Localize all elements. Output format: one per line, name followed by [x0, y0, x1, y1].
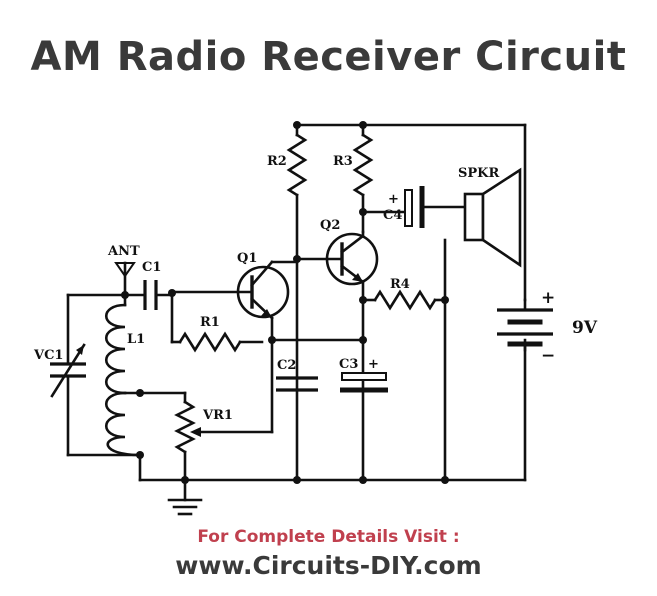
resistor-r2 [286, 123, 308, 482]
transistor-q1 [170, 260, 365, 342]
inductor-l1 [105, 293, 142, 457]
c3-plus-sign: + [368, 357, 379, 372]
r4-label: R4 [390, 277, 410, 292]
capacitor-c4 [361, 186, 467, 228]
q2-label: Q2 [320, 218, 340, 233]
junction-dot [441, 476, 449, 484]
potentiometer-vr1 [138, 338, 274, 482]
speaker-label: SPKR [458, 166, 499, 181]
battery-label: 9V [572, 318, 598, 338]
c3-label: C3 [339, 357, 358, 372]
top-rail-wire [295, 123, 527, 302]
battery-plus-sign: + [541, 288, 555, 308]
battery-minus-sign: − [541, 346, 555, 366]
transistor-q2 [295, 230, 379, 482]
c4-label: C4 [383, 208, 402, 223]
q1-label: Q1 [237, 251, 257, 266]
antenna-label: ANT [107, 244, 140, 259]
junction-dot [441, 296, 449, 304]
c4-plus-sign: + [388, 192, 399, 207]
resistor-r1 [170, 291, 264, 353]
capacitor-c1 [123, 280, 174, 310]
junction-dot [293, 476, 301, 484]
vr1-label: VR1 [202, 408, 233, 423]
r3-label: R3 [333, 154, 353, 169]
capacitor-c3 [340, 372, 388, 393]
junction-dot [359, 476, 367, 484]
junction-dot [359, 296, 367, 304]
page-title: AM Radio Receiver Circuit [30, 34, 627, 80]
r2-label: R2 [267, 154, 287, 169]
vc1-label: VC1 [33, 348, 63, 363]
ground-rail-wire [138, 338, 527, 482]
website-link[interactable]: www.Circuits-DIY.com [175, 551, 482, 580]
l1-label: L1 [127, 332, 145, 347]
ground-icon [167, 478, 203, 516]
variable-capacitor-vc1 [50, 293, 142, 457]
antenna-icon [114, 261, 136, 297]
visit-text: For Complete Details Visit : [197, 527, 460, 547]
speaker-icon [463, 167, 522, 268]
capacitor-c2 [276, 376, 318, 392]
r1-label: R1 [200, 315, 220, 330]
battery-symbol [497, 298, 553, 352]
c2-label: C2 [277, 358, 296, 373]
c1-label: C1 [142, 260, 161, 275]
